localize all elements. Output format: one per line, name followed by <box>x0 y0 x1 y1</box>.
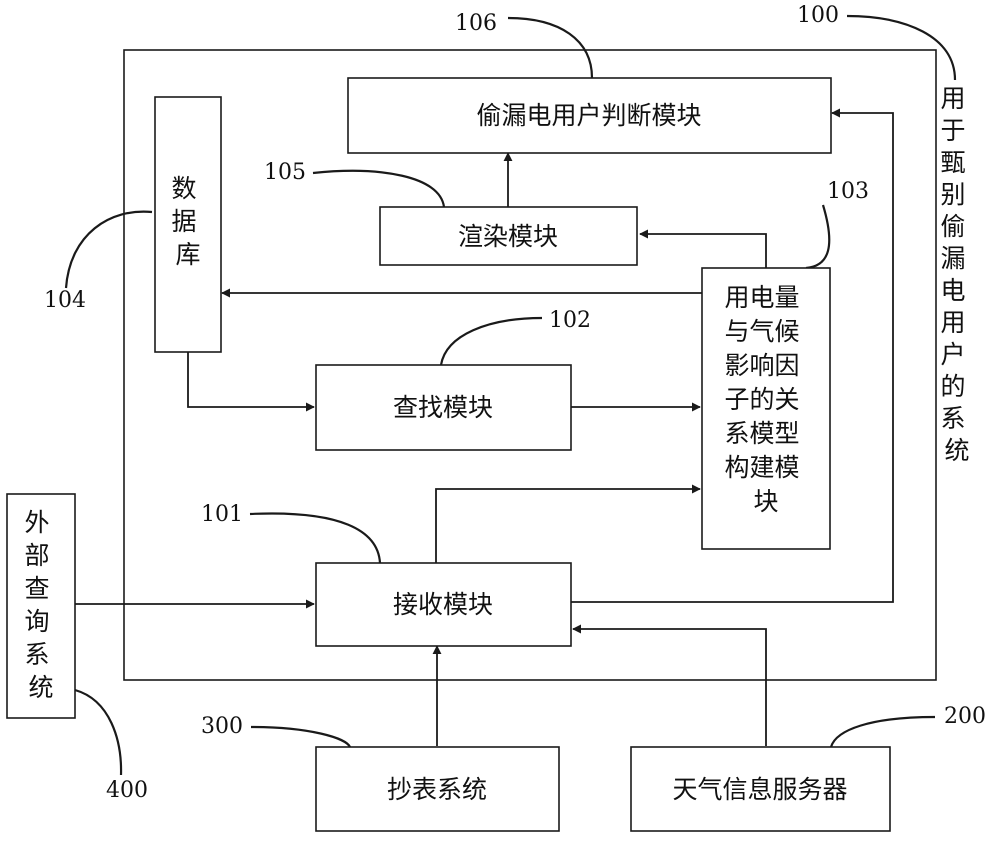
arrow-receive-to-judge <box>571 108 894 603</box>
ref-101: 101 <box>201 502 243 527</box>
ref-105: 105 <box>264 160 306 185</box>
judge-module-box <box>347 77 832 154</box>
external-query-box <box>6 493 76 719</box>
external-query-label: 外 部 查 询 系 统 <box>25 508 58 702</box>
database-box <box>154 96 222 353</box>
search-module-box <box>315 364 572 451</box>
arrow-weather-to-receive <box>572 624 767 746</box>
meter-system-box <box>315 746 560 832</box>
ref-103: 103 <box>827 179 869 204</box>
model-build-module-label: 用电量 与气候 影响因 子的关 系模型 构建模 块 <box>725 283 808 516</box>
arrow-model-to-render <box>639 229 767 268</box>
ref-300: 300 <box>201 714 243 739</box>
leader-300 <box>250 725 352 748</box>
connections <box>75 108 894 746</box>
database-label: 数 据 库 <box>172 174 205 269</box>
arrow-database-to-search <box>187 352 315 412</box>
leader-104 <box>64 210 153 289</box>
weather-server-box <box>630 746 891 832</box>
leader-103 <box>805 204 831 270</box>
leader-200 <box>829 715 936 748</box>
leader-105 <box>312 169 446 208</box>
render-module-label: 渲染模块 <box>458 222 558 251</box>
model-build-module-box <box>701 267 831 550</box>
render-module-box <box>379 206 638 266</box>
ref-400: 400 <box>106 778 148 803</box>
ref-100: 100 <box>797 3 839 28</box>
leader-400 <box>74 688 123 776</box>
judge-module-label: 偷漏电用户判断模块 <box>476 101 701 130</box>
ref-106: 106 <box>455 11 497 36</box>
leader-106 <box>507 16 594 79</box>
arrow-receive-to-model <box>435 484 701 563</box>
leader-lines <box>64 14 957 776</box>
leader-102 <box>439 316 543 366</box>
ref-104: 104 <box>44 288 86 313</box>
meter-system-label: 抄表系统 <box>387 775 487 804</box>
ref-200: 200 <box>944 704 986 729</box>
search-module-label: 查找模块 <box>393 393 493 422</box>
receive-module-label: 接收模块 <box>393 590 493 619</box>
system-boundary <box>123 49 937 681</box>
weather-server-label: 天气信息服务器 <box>672 775 847 804</box>
leader-101 <box>249 512 382 564</box>
leader-100 <box>846 14 957 81</box>
receive-module-box <box>315 562 572 647</box>
system-title-vertical: 用 于 甄 别 偷 漏 电 用 户 的 系 统 <box>941 84 974 465</box>
ref-102: 102 <box>549 308 591 333</box>
